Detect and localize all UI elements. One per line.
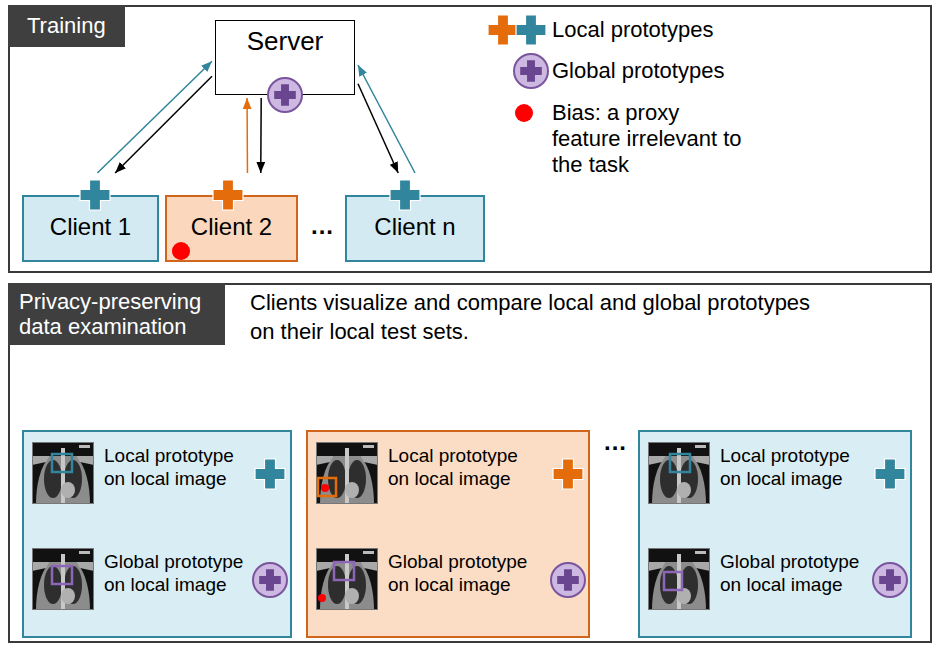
- legend-text: Local prototypes: [552, 17, 742, 43]
- xray-image: [316, 548, 378, 610]
- prototype-exchange-arrow: [246, 98, 248, 173]
- prototype-exchange-arrow: [115, 76, 212, 173]
- xray-image: [32, 442, 94, 504]
- xray-image: [32, 548, 94, 610]
- global-prototype-icon: [873, 563, 907, 597]
- prototype-caption: Global prototype on local image: [720, 550, 868, 596]
- local-prototype-icon: [553, 459, 583, 489]
- prototype-exchange-arrow: [260, 98, 262, 173]
- node-title: Client 2: [167, 197, 296, 241]
- local-prototype-icon: [390, 180, 420, 210]
- node-title: Client n: [347, 197, 483, 241]
- label-slot: ...: [604, 428, 627, 456]
- prototype-caption: Local prototype on local image: [388, 444, 536, 490]
- prototype-caption: Global prototype on local image: [388, 550, 536, 596]
- prototype-patch: [52, 454, 72, 472]
- legend-text: Bias: a proxy feature irrelevant to the …: [552, 100, 742, 178]
- prototype-patch: [318, 478, 336, 496]
- xray-image: [316, 442, 378, 504]
- node-title: Client 1: [24, 197, 157, 241]
- prototype-patch: [664, 572, 682, 590]
- prototype-patch: [52, 566, 72, 584]
- legend-sample-slot: [488, 58, 552, 84]
- legend-item: Local prototypes: [488, 17, 742, 43]
- client-box: Client 1: [22, 195, 159, 262]
- xray-image: [648, 442, 710, 504]
- bias-dot: [172, 242, 190, 260]
- bias-dot: [321, 484, 329, 492]
- legend-icon: [514, 54, 548, 88]
- local-prototype-icon: [213, 180, 243, 210]
- local-prototype-icon: [80, 180, 110, 210]
- examination-panel: Privacy-preserving data examination Clien…: [8, 283, 932, 643]
- panel-header: Training: [8, 5, 125, 47]
- prototype-exchange-arrow: [97, 61, 212, 173]
- global-prototype-icon: [551, 563, 585, 597]
- server-box: Server: [215, 20, 355, 95]
- legend-sample-slot: [488, 17, 552, 43]
- legend-item: Global prototypes: [488, 58, 742, 84]
- ellipsis: ...: [311, 212, 334, 240]
- prototype-caption: Local prototype on local image: [104, 444, 252, 490]
- prototype-exchange-arrow: [358, 84, 398, 173]
- client-examination-box: Local prototype on local imageGlobal pro…: [22, 430, 292, 638]
- legend-text: Global prototypes: [552, 58, 742, 84]
- local-prototype-icon: [255, 459, 285, 489]
- bias-dot: [318, 594, 326, 602]
- client-box: Client 2: [165, 195, 298, 262]
- node-title: Server: [216, 21, 354, 56]
- legend-icon: [516, 15, 546, 45]
- panel-header: Privacy-preserving data examination: [8, 283, 225, 345]
- local-prototype-icon: [875, 459, 905, 489]
- prototype-exchange-arrow: [358, 65, 415, 173]
- ellipsis: ...: [604, 428, 627, 456]
- training-panel: Training ServerClient 1Client 2 Client n: [8, 5, 932, 273]
- legend-swatch: [515, 104, 533, 122]
- label-slot: ...: [311, 212, 334, 240]
- client-examination-box: Local prototype on local imageGlobal pro…: [306, 430, 590, 638]
- legend-icon: [488, 15, 518, 45]
- client-box: Client n: [345, 195, 485, 262]
- prototype-caption: Local prototype on local image: [720, 444, 868, 490]
- legend-item: Bias: a proxy feature irrelevant to the …: [488, 100, 742, 178]
- prototype-caption: Global prototype on local image: [104, 550, 252, 596]
- prototype-patch: [334, 562, 354, 580]
- prototype-patch: [670, 454, 690, 472]
- panel-description: Clients visualize and compare local and …: [250, 288, 835, 346]
- global-prototype-icon: [268, 78, 302, 112]
- legend-sample-slot: [488, 100, 552, 126]
- global-prototype-icon: [253, 563, 287, 597]
- client-examination-box: Local prototype on local imageGlobal pro…: [638, 430, 912, 638]
- xray-image: [648, 548, 710, 610]
